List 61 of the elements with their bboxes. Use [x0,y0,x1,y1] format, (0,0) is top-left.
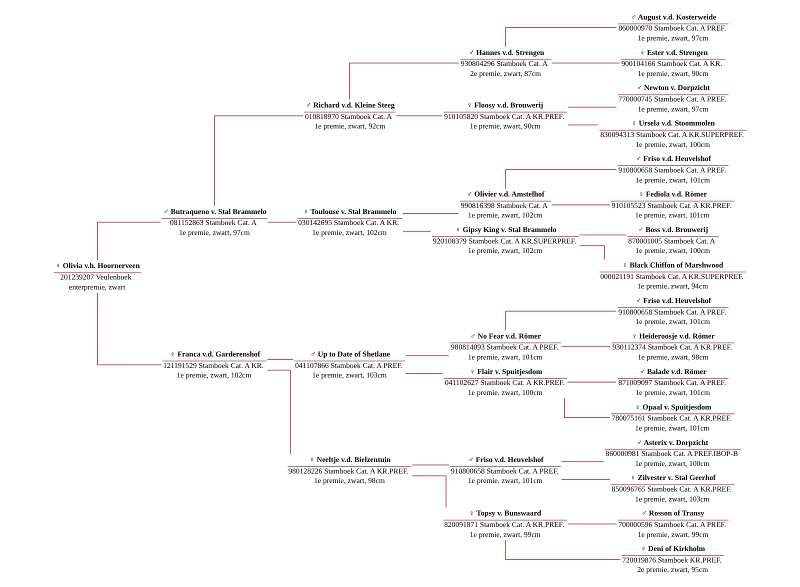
connector [268,222,297,223]
connector [405,373,444,374]
connector [402,213,460,214]
connector [561,461,604,462]
connector [266,358,294,360]
node-text: ♂ Olivier v.d. Amstelhof 990816398 Stamboek Cat. A 1e premie, zwart, 102cm [460,190,548,220]
node-text: ♂ Butraqueno v. Stal Brammelo 081152863 Stamboek Cat. A 1e premie, zwart, 97cm [163,206,267,238]
connector [402,230,432,232]
connector [266,370,292,455]
node-text: ♂ Hannes v.d. Strengen 930804296 Stamboek Cat. A 2e premie, zwart, 87cm [460,48,548,78]
connector [214,115,304,206]
node-text: ♂ Friso v.d. Heuvelshof 910800658 Stamboek Cat. A PREF. 1e premie, zwart, 101cm [618,296,726,326]
connector [405,355,450,356]
node-text: ♂ Boss v.d. Brouwerij 870001005 Stamboek Cat. A 1e premie, zwart, 100cm [628,225,716,256]
connector [396,115,443,116]
connector [505,27,617,48]
node-text: ♂ Up to Date of Shetlane 041107866 Stamboek Cat. A PREF. 1e premie, zwart, 103cm [295,349,403,380]
connector [561,478,610,480]
node-text: ♀ Deni of Kirkholm 720019876 Stamboek KR.PREF. 2e premie, zwart, 95cm [622,544,722,574]
connector [568,523,617,524]
connector [551,62,620,64]
connector [568,124,599,126]
node-text: ♀ Olivia v.h. Hoornerveen 201239207 Veulenboek enterpremie, zwart [55,261,140,292]
node-text: ♀ Heideroosje v.d. Römer 930112374 Stamboek Cat. A KR.PREF. 1e premie, zwart, 98cm [612,331,732,362]
connector [561,346,611,348]
node-text: ♀ Topsy v. Bunswaard 820091871 Stamboek Cat. A KR.PREF. 1e premie, zwart, 99cm [444,508,564,539]
node-text: ♂ Friso v.d. Heuvelshof 910800658 Stamboek Cat. A PREF. 1e premie, zwart, 101cm [450,455,559,486]
node-text: ♂ Rosson of Transy 700000596 Stamboek Cat. A PREF. 1e premie, zwart, 99cm [618,508,726,539]
connector [505,540,621,560]
connector [568,106,617,108]
node-text: ♂ Balade v.d. Römer 871009097 Stamboek Cat. A PREF. 1e premie, zwart, 101cm [618,366,726,397]
connector [505,168,617,190]
node-text: ♀ Gipsy King v. Stal Brammelo 920108379 Stamboek Cat. A KR.SUPERPREF. 1e premie, zwart, 102cm [432,225,576,256]
node-text: ♀ Floosy v.d. Brouwerij 910105820 Stamboek Cat. A KR.PREF. 1e premie, zwart, 90cm [444,100,564,131]
node-text: ♂ Newton v. Dorpzicht 770000745 Stamboek Cat. A PREF. 1e premie, zwart, 97cm [618,83,726,114]
node-text: ♂ Asterix v. Dorpzicht 860000981 Stamboek Cat. A PREF.IBOP-B 1e premie, zwart, 100cm [606,438,738,468]
node-text: ♀ Opaal v. Spuitjesdom 780075161 Stamboek Cat. A KR.PREF. 1e premie, zwart, 101cm [612,402,732,432]
node-text: ♂ Friso v.d. Heuvelshof 910800658 Stamboek Cat. A PREF. 1e premie, zwart, 101cm [618,154,726,184]
node-text: ♀ Neeltje v.d. Bielzentuin 980128226 Stamboek Cat. A KR.PREF. 1e premie, zwart, 98cm [288,455,408,486]
connector [412,475,446,508]
node-text: ♀ Ursela v.d. Stoommolen 830094313 Stamboek Cat. A KR.SUPERPREF. 1e premie, zwart, 100cm [600,118,744,149]
connector [97,292,162,366]
node-text: ♀ Franca v.d. Garderenshof 121191529 Stamboek Cat. A KR. 1e premie, zwart, 102cm [163,349,264,380]
connector [564,398,610,418]
node-text: ♀ Ester v.d. Strengen 900104166 Stamboek Cat. A KR. 1e premie, zwart, 90cm [621,48,722,78]
node-text: ♂ August v.d. Kosterweide 860000970 Stamboek Cat. A PREF. 1e premie, zwart, 97cm [618,12,726,42]
connector [579,245,605,260]
connector [505,310,617,331]
node-text: ♀ Flair v. Spuitjesdom 041102627 Stamboek Cat. A KR.PREF. 1e premie, zwart, 100cm [444,366,565,397]
node-text: ♀ Fediola v.d. Römer 910105523 Stamboek Cat. A KR.PREF. 1e premie, zwart, 101cm [612,190,732,220]
connector [567,382,617,383]
node-text: ♀ Black Chiffon of Marshwood 000021191 Stamboek Cat. A KR.SUPERPREF. 1e premie, zwart, 94cm [600,260,744,291]
node-text: ♂ Richard v.d. Kleine Steeg 010818970 Stamboek Cat. A 1e premie, zwart, 92cm [304,100,395,131]
node-text: ♀ Zilvester v. Stal Geerhof 850096765 Stamboek Cat. A KR.PREF. 1e premie, zwart, 103cm [612,473,732,504]
node-text: ♀ Toulouse v. Stal Brammelo 030142695 Stamboek Cat. A KR. 1e premie, zwart, 102cm [298,206,400,238]
connector [579,234,627,236]
node-text: ♂ No Fear v.d. Römer 980814093 Stamboek Cat. A PREF. 1e premie, zwart, 101cm [450,331,559,362]
connector [349,62,460,100]
connector [97,222,162,261]
connector [412,464,450,466]
connector [551,204,610,206]
